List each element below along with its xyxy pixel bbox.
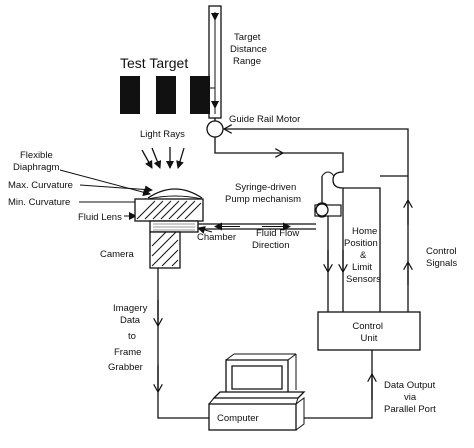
diaphragm-min-curve: [147, 195, 203, 200]
chamber-label: Chamber: [197, 232, 236, 243]
camera-label: Camera: [100, 249, 135, 260]
computer-label: Computer: [217, 413, 259, 424]
fluid-flow-line-1: Fluid Flow: [256, 228, 299, 239]
camera-hatching: [151, 231, 179, 267]
control-unit-line-2: Unit: [361, 333, 378, 344]
home-position-sensors-label: Home Position & Limit Sensors: [344, 226, 381, 285]
data-output-line-3: Parallel Port: [384, 404, 436, 415]
home-sensors-line-3: &: [360, 250, 367, 261]
fluid-flow-line-2: Direction: [252, 240, 290, 251]
guide-rail-motor: [206, 120, 224, 138]
hop-arc: [321, 171, 335, 177]
flexible-diaphragm-line-1: Flexible: [20, 150, 53, 161]
imagery-data-label: Imagery Data to Frame Grabber: [108, 303, 150, 373]
syringe-pump-line-2: Pump mechanism: [225, 194, 301, 205]
data-output-label: Data Output via Parallel Port: [384, 380, 438, 415]
imagery-line-1: Imagery: [113, 303, 148, 314]
control-signals-label: Control Signals: [426, 246, 459, 269]
light-rays: [141, 147, 185, 169]
chamber-fill: [153, 223, 195, 231]
pump-motor-front: [315, 203, 329, 217]
pump-control-line: [332, 170, 381, 312]
test-target: [120, 76, 215, 114]
fluid-flow-direction-label: Fluid Flow Direction: [252, 228, 302, 251]
test-target-label: Test Target: [120, 55, 188, 71]
syringe-pump-label: Syringe-driven Pump mechanism: [225, 182, 301, 205]
min-curvature-label: Min. Curvature: [8, 197, 70, 208]
imagery-line-2: Data: [120, 315, 141, 326]
flexible-diaphragm-leader: [59, 169, 151, 197]
light-ray-1: [141, 149, 153, 169]
control-signals-line: [322, 128, 409, 312]
home-sensors-line-2: Position: [344, 238, 378, 249]
fluid-lens-hatching: [136, 200, 202, 220]
camera-body: [149, 231, 181, 269]
diaphragm-max-curve: [147, 188, 203, 199]
imagery-line-4: Frame: [114, 347, 141, 358]
target-distance-line-1: Target: [234, 32, 261, 43]
control-unit-label: Control Unit: [352, 321, 385, 344]
target-distance-range-label: Target Distance Range: [230, 32, 270, 67]
test-target-black-bars: [120, 76, 210, 114]
test-target-white-bar-1: [140, 76, 156, 114]
light-rays-label: Light Rays: [140, 129, 185, 140]
target-distance-line-3: Range: [233, 56, 261, 67]
fluid-lens-assembly: [134, 188, 204, 233]
home-sensors-line-4: Limit: [352, 262, 372, 273]
flexible-diaphragm-label: Flexible Diaphragm: [13, 150, 60, 173]
guide-rail-motor-label: Guide Rail Motor: [229, 114, 300, 125]
computer: [208, 353, 306, 431]
computer-base-top: [212, 391, 306, 399]
imagery-data-line: [157, 268, 209, 419]
syringe-pump-line-1: Syringe-driven: [235, 182, 296, 193]
control-unit-box: [317, 311, 421, 351]
computer-base: [208, 403, 297, 431]
home-sensors-line-5: Sensors: [346, 274, 381, 285]
data-output-line-2: via: [404, 392, 417, 403]
control-signals-line-1: Control: [426, 246, 457, 257]
control-signals-line-2: Signals: [426, 258, 457, 269]
max-curvature-label: Max. Curvature: [8, 180, 73, 191]
computer-screen: [231, 365, 283, 390]
fluid-lens-label: Fluid Lens: [78, 212, 122, 223]
data-output-line-1: Data Output: [384, 380, 436, 391]
imagery-line-5: Grabber: [108, 362, 143, 373]
max-curvature-leader: [79, 184, 153, 194]
target-distance-line-2: Distance: [230, 44, 267, 55]
light-ray-2: [151, 147, 162, 169]
data-output-line: [304, 350, 373, 419]
home-sensors-line-1: Home: [352, 226, 377, 237]
test-target-white-bar-2: [176, 76, 190, 114]
flexible-diaphragm-line-2: Diaphragm: [13, 162, 60, 173]
control-unit-line-1: Control: [352, 321, 383, 332]
imagery-line-3: to: [128, 331, 136, 342]
light-ray-4: [176, 147, 185, 169]
